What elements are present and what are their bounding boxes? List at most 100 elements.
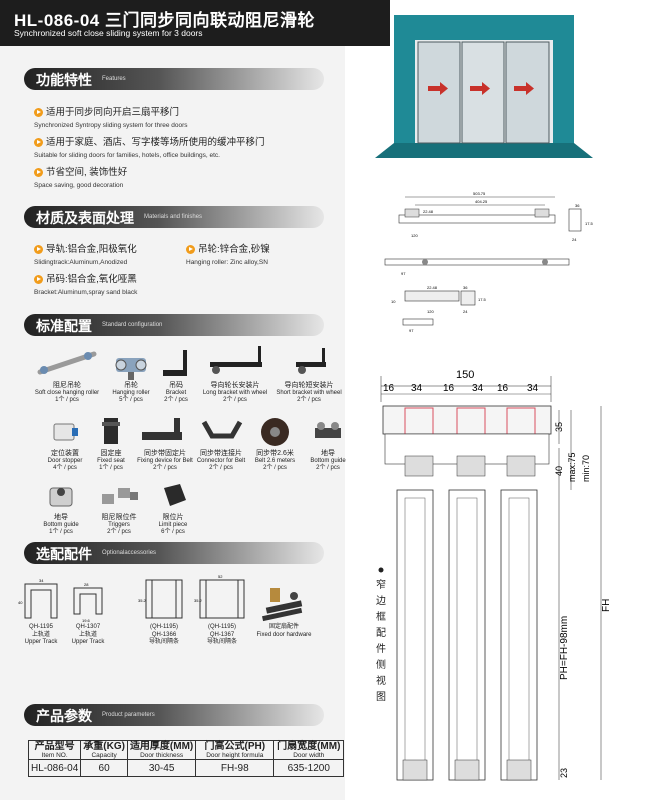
orange-arrow-icon [34, 138, 43, 147]
svg-text:10: 10 [391, 299, 396, 304]
features-title-en: Features [102, 76, 126, 82]
params-heading: 产品参数 Product parameters [24, 704, 324, 726]
params-title: 产品参数 [36, 708, 92, 724]
bracket-icon [163, 350, 187, 376]
belt-connector-icon [201, 420, 243, 439]
table-header-cell: 门扇宽度(MM)Door width [273, 740, 345, 760]
svg-text:边: 边 [376, 595, 386, 607]
svg-text:150: 150 [456, 369, 474, 381]
svg-text:min:70: min:70 [581, 455, 591, 482]
fixed-door-hardware-icon [262, 588, 303, 622]
stopper-icon [53, 423, 78, 441]
svg-text:配: 配 [376, 627, 386, 639]
svg-text:框: 框 [376, 610, 386, 623]
orange-arrow-icon [34, 275, 43, 284]
table-cell: 30-45 [126, 759, 197, 777]
optional-title-en: Optionalaccessories [102, 550, 157, 556]
svg-text:23: 23 [559, 768, 569, 778]
svg-text:24: 24 [572, 237, 577, 242]
arrow-right-icon [428, 82, 448, 95]
table-cell: HL-086-04 [27, 759, 82, 777]
table-row: HL-086-04 60 30-45 FH-98 635-1200 [27, 759, 345, 777]
svg-text:22.48: 22.48 [423, 209, 434, 214]
drawing-column: 503.75 404.25 22.48 120 36 17.5 24 97 22… [345, 0, 645, 800]
svg-text:PH=FH-98mm: PH=FH-98mm [559, 616, 570, 680]
standard-heading: 标准配置 Standard configuration [24, 314, 324, 336]
short-bracket-icon [296, 348, 326, 374]
svg-text:36: 36 [463, 285, 468, 290]
bullet-dot-icon [378, 567, 384, 573]
table-cell: 635-1200 [273, 759, 345, 777]
svg-text:97: 97 [409, 328, 414, 333]
table-cell: 60 [80, 759, 128, 777]
svg-text:120: 120 [427, 309, 434, 314]
optional-heading: 选配配件 Optionalaccessories [24, 542, 324, 564]
orange-arrow-icon [34, 108, 43, 117]
table-header-cell: 承重(KG)Capacity [80, 740, 128, 760]
table-header-cell: 门高公式(PH)Door height formula [195, 740, 275, 760]
materials-title: 材质及表面处理 [36, 210, 134, 226]
features-title: 功能特性 [36, 72, 92, 88]
svg-text:34: 34 [472, 383, 484, 394]
svg-text:34: 34 [527, 383, 539, 394]
long-bracket-icon [210, 346, 262, 374]
svg-text:35: 35 [554, 422, 564, 432]
belt-fixer-icon [142, 418, 182, 440]
roller-assembly-drawing: 503.75 404.25 22.48 120 36 17.5 24 97 22… [384, 191, 594, 333]
trigger-icon [102, 488, 138, 504]
orange-arrow-icon [34, 245, 43, 254]
svg-text:max:75: max:75 [567, 452, 577, 482]
svg-text:件: 件 [376, 643, 386, 655]
svg-text:图: 图 [376, 691, 386, 703]
svg-text:35.2: 35.2 [194, 598, 203, 603]
page-subtitle: Synchronized soft close sliding system f… [14, 28, 203, 38]
svg-text:17.5: 17.5 [585, 221, 594, 226]
section-drawing: 150 16 34 16 34 16 34 35 m [376, 369, 612, 781]
materials-heading: 材质及表面处理 Materials and finishes [24, 206, 324, 228]
svg-text:19.6: 19.6 [82, 618, 91, 623]
svg-text:36: 36 [575, 203, 580, 208]
optional-title: 选配配件 [36, 546, 92, 562]
svg-text:40: 40 [18, 600, 23, 605]
params-title-en: Product parameters [102, 712, 155, 718]
svg-text:17.5: 17.5 [478, 297, 487, 302]
svg-text:35.2: 35.2 [138, 598, 147, 603]
svg-text:侧: 侧 [376, 658, 386, 671]
page-title: HL-086-04 三门同步同向联动阻尼滑轮 [14, 11, 315, 30]
svg-text:404.25: 404.25 [475, 199, 488, 204]
standard-title: 标准配置 [36, 318, 92, 334]
door-illustration [375, 15, 593, 158]
roller-icon [115, 358, 147, 380]
title-banner: HL-086-04 三门同步同向联动阻尼滑轮 Synchronized soft… [0, 0, 390, 46]
belt-coil-icon [261, 418, 289, 446]
svg-text:40: 40 [554, 466, 564, 476]
materials-title-en: Materials and finishes [144, 214, 203, 220]
table-header-cell: 适用厚度(MM)Door thickness [126, 740, 197, 760]
svg-text:视: 视 [376, 674, 386, 687]
svg-text:16: 16 [443, 383, 455, 394]
arrow-right-icon [470, 82, 490, 95]
